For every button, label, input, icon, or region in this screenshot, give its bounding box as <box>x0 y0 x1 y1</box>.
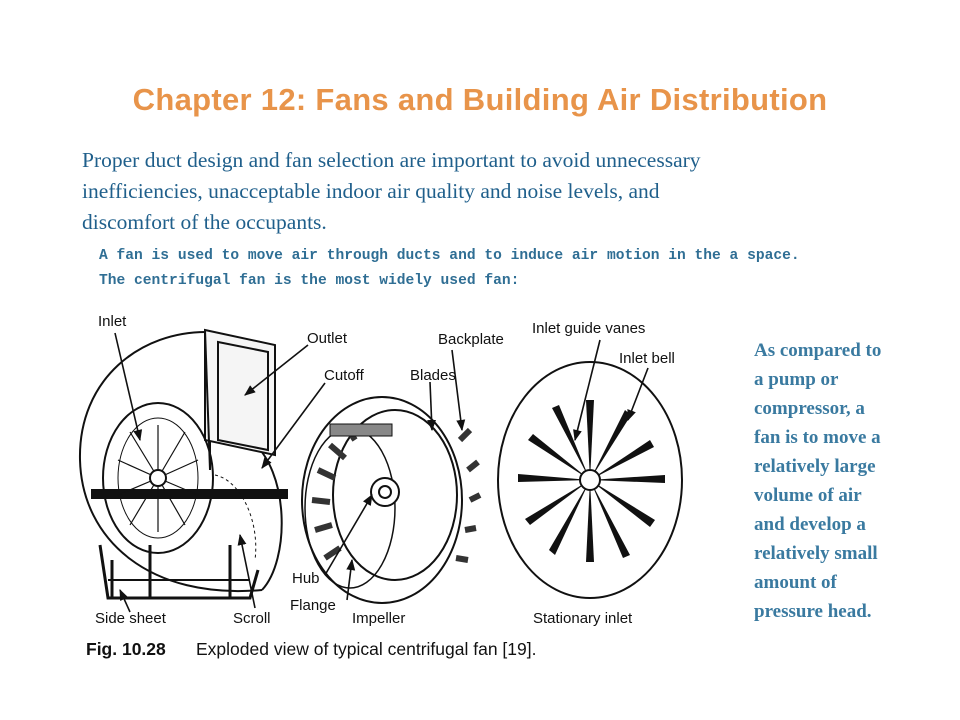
intro-line: inefficiencies, unacceptable indoor air … <box>82 179 660 203</box>
side-line: compressor, a <box>754 398 865 419</box>
label-hub: Hub <box>292 570 320 587</box>
label-cutoff: Cutoff <box>324 367 365 384</box>
sub-paragraph: A fan is used to move air through ducts … <box>99 244 899 294</box>
impeller-drawing <box>301 396 482 604</box>
label-outlet: Outlet <box>307 330 348 347</box>
sub-line: The centrifugal fan is the most widely u… <box>99 273 520 289</box>
label-inlet: Inlet <box>98 313 127 330</box>
side-line: pressure head. <box>754 601 872 622</box>
label-blades: Blades <box>410 367 456 384</box>
caption-number: Fig. 10.28 <box>86 639 166 659</box>
label-flange: Flange <box>290 597 336 614</box>
label-side-sheet: Side sheet <box>95 610 167 627</box>
intro-line: Proper duct design and fan selection are… <box>82 148 701 172</box>
side-line: volume of air <box>754 485 862 506</box>
stationary-inlet-drawing <box>497 361 683 599</box>
side-line: and develop a <box>754 514 866 535</box>
label-inlet-bell: Inlet bell <box>619 350 675 367</box>
centrifugal-fan-figure: Inlet Outlet Cutoff Backplate Blades Inl… <box>78 313 683 659</box>
label-stationary-inlet: Stationary inlet <box>533 610 633 627</box>
fan-housing-drawing <box>78 328 288 600</box>
slide-title: Chapter 12: Fans and Building Air Distri… <box>132 82 828 117</box>
caption-text: Exploded view of typical centrifugal fan… <box>196 639 536 659</box>
side-line: fan is to move a <box>754 427 881 448</box>
intro-line: discomfort of the occupants. <box>82 210 327 234</box>
label-impeller: Impeller <box>352 610 405 627</box>
sub-line: A fan is used to move air through ducts … <box>99 248 800 264</box>
label-backplate: Backplate <box>438 331 504 348</box>
figure-caption: Fig. 10.28 Exploded view of typical cent… <box>86 639 536 659</box>
side-note: As compared to a pump or compressor, a f… <box>754 336 934 626</box>
side-line: a pump or <box>754 369 839 390</box>
side-line: relatively large <box>754 456 876 477</box>
side-line: amount of <box>754 572 837 593</box>
side-line: relatively small <box>754 543 878 564</box>
label-inlet-guide-vanes: Inlet guide vanes <box>532 320 645 337</box>
side-line: As compared to <box>754 340 882 361</box>
intro-paragraph: Proper duct design and fan selection are… <box>82 145 882 238</box>
label-scroll: Scroll <box>233 610 271 627</box>
leader-arrows <box>114 332 649 613</box>
